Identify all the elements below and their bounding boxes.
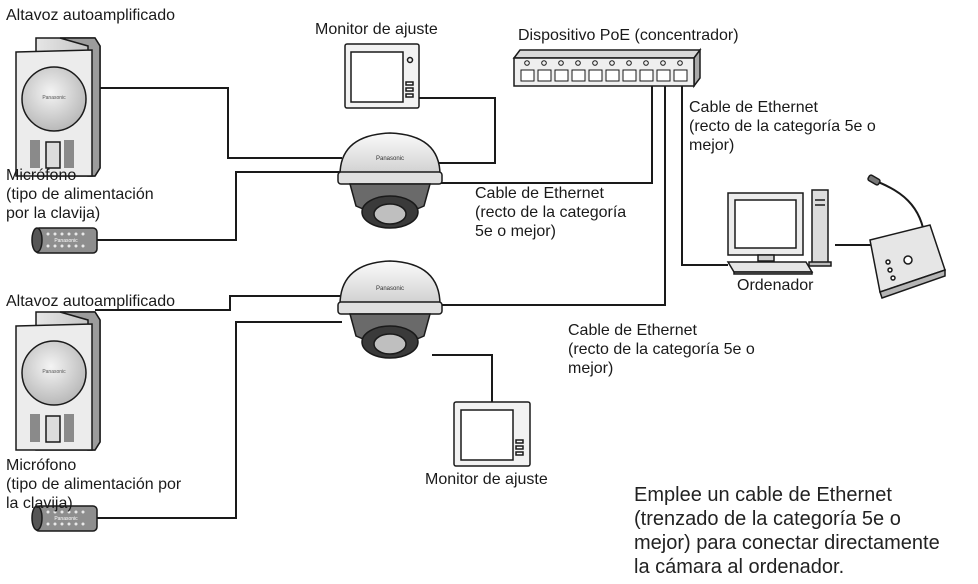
cable-pc-label-line1: Cable de Ethernet	[689, 98, 876, 117]
monitor-top-device	[345, 44, 419, 108]
cable-cam1-label-line3: 5e o mejor)	[475, 222, 626, 241]
computer-label: Ordenador	[737, 276, 814, 295]
cable-speaker-top	[95, 88, 342, 158]
microphone-bottom-label-line3: la clavija)	[6, 494, 181, 513]
cable-pc-label-line3: mejor)	[689, 136, 876, 155]
speaker-top-brand: Panasonic	[42, 95, 66, 101]
monitor-bottom-device	[454, 402, 530, 466]
note-line4: la cámara al ordenador.	[634, 555, 940, 579]
microphone-bottom-label-line1: Micrófono	[6, 456, 181, 475]
microphone-bottom-brand: Panasonic	[54, 516, 78, 522]
cable-poe-cam1	[432, 72, 652, 183]
cable-cam1-label: Cable de Ethernet (recto de la categoría…	[475, 184, 626, 241]
microphone-bottom-label: Micrófono (tipo de alimentación por la c…	[6, 456, 181, 513]
speaker-bottom-brand: Panasonic	[42, 369, 66, 375]
microphone-top-label-line3: por la clavija)	[6, 204, 154, 223]
monitor-bottom-label: Monitor de ajuste	[425, 470, 548, 489]
cable-cam2-label-line3: mejor)	[568, 359, 755, 378]
microphone-top-label: Micrófono (tipo de alimentación por la c…	[6, 166, 154, 223]
cable-cam1-label-line2: (recto de la categoría	[475, 203, 626, 222]
computer-device	[728, 190, 831, 274]
camera-bottom-brand: Panasonic	[376, 286, 404, 292]
note-line3: mejor) para conectar directamente	[634, 531, 940, 555]
monitor-top-label: Monitor de ajuste	[315, 20, 438, 39]
note-line2: (trenzado de la categoría 5e o	[634, 507, 940, 531]
microphone-top-device: Panasonic	[32, 228, 97, 253]
speaker-top-device: Panasonic	[16, 38, 100, 176]
cable-cam1-label-line1: Cable de Ethernet	[475, 184, 626, 203]
microphone-top-brand: Panasonic	[54, 238, 78, 244]
camera-top-brand: Panasonic	[376, 156, 404, 162]
speaker-top-label: Altavoz autoamplificado	[6, 6, 175, 25]
cable-cam2-label-line1: Cable de Ethernet	[568, 321, 755, 340]
microphone-top-label-line1: Micrófono	[6, 166, 154, 185]
microphone-top-label-line2: (tipo de alimentación	[6, 185, 154, 204]
speaker-bottom-label: Altavoz autoamplificado	[6, 292, 175, 311]
cable-cam2-label: Cable de Ethernet (recto de la categoría…	[568, 321, 755, 378]
note-line1: Emplee un cable de Ethernet	[634, 483, 940, 507]
microphone-bottom-label-line2: (tipo de alimentación por	[6, 475, 181, 494]
camera-top-device: Panasonic	[338, 133, 442, 228]
poe-device-label: Dispositivo PoE (concentrador)	[518, 26, 739, 45]
camera-bottom-device: Panasonic	[338, 261, 442, 358]
cable-pc-label: Cable de Ethernet (recto de la categoría…	[689, 98, 876, 155]
poe-hub-device	[514, 50, 700, 86]
cable-monitor-bottom	[432, 355, 492, 402]
cable-pc-label-line2: (recto de la categoría 5e o	[689, 117, 876, 136]
cable-cam2-label-line2: (recto de la categoría 5e o	[568, 340, 755, 359]
desktop-microphone-device	[867, 174, 945, 298]
direct-connection-note: Emplee un cable de Ethernet (trenzado de…	[634, 483, 940, 579]
speaker-bottom-device: Panasonic	[16, 312, 100, 450]
